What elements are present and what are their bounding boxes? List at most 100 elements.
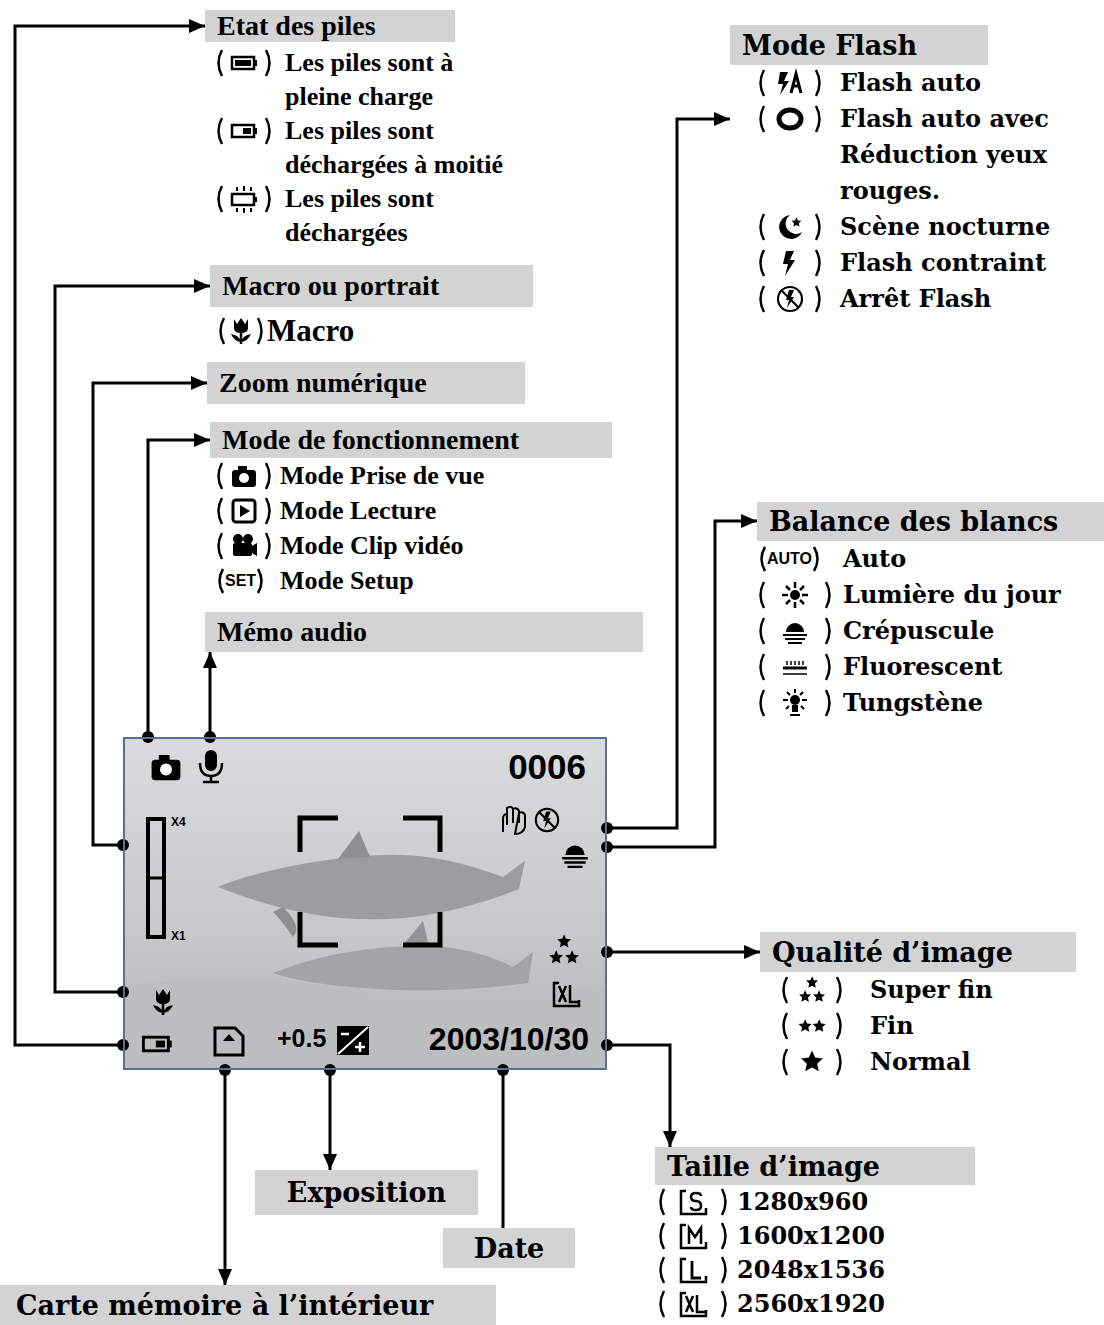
- label-group: Macro ou portraitMacro: [210, 265, 533, 355]
- parenthesis: [784, 977, 788, 1003]
- legend-row: Flash auto avec Réduction yeux rouges.: [757, 101, 1095, 209]
- item-text: Crépuscule: [843, 613, 1093, 649]
- camera-icon: [152, 755, 181, 780]
- lcd-picture: [123, 737, 607, 1070]
- legend-row: Mode Lecture: [215, 493, 612, 528]
- icon-glyph: [232, 186, 257, 213]
- parenthesis: [761, 690, 765, 716]
- heading-band: Taille d’image: [655, 1147, 975, 1185]
- parenthesis: [826, 654, 830, 680]
- parenthesis: [722, 1291, 726, 1317]
- icon-box: [757, 577, 843, 613]
- item-text: Lumière du jour: [843, 577, 1093, 613]
- parenthesis: [812, 544, 822, 574]
- icon-box: [657, 1185, 737, 1219]
- anchor-dot: [219, 1064, 231, 1076]
- parenthesis: [219, 118, 223, 144]
- symbol-icon: [757, 248, 823, 278]
- legend-row: Mode Clip vidéo: [215, 528, 612, 563]
- stabilizer-icon: [503, 807, 525, 834]
- parenthesis-stroke: [258, 569, 262, 593]
- icon-glyph: [232, 466, 256, 487]
- icon-box: [757, 685, 843, 721]
- text-icon: AUTO: [757, 544, 833, 574]
- item-text: Flash auto: [840, 65, 1095, 101]
- symbol-icon: [217, 316, 265, 346]
- parenthesis: [256, 566, 266, 596]
- icon-glyph: [783, 689, 807, 715]
- size-icon: [554, 983, 579, 1006]
- item-text: Macro: [267, 307, 467, 355]
- label-group: Mémo audio: [205, 612, 643, 652]
- symbol-icon: [657, 1255, 729, 1285]
- leader-arrow: [607, 1045, 670, 1147]
- parenthesis: [215, 566, 225, 596]
- heading-band: Balance des blancs: [757, 502, 1104, 541]
- icon-box: [757, 613, 843, 649]
- parenthesis: [784, 1049, 788, 1075]
- leader-arrow: [224, 1070, 227, 1285]
- parenthesis: [266, 50, 270, 76]
- parenthesis: [761, 106, 765, 132]
- text-icon: SET: [215, 566, 273, 596]
- leader-arrow: [15, 26, 205, 1045]
- leader-arrow: [607, 951, 760, 954]
- parenthesis: [837, 1013, 841, 1039]
- parenthesis: [761, 286, 765, 312]
- parenthesis: [221, 318, 225, 344]
- symbol-icon: [780, 1011, 844, 1041]
- parenthesis: [757, 544, 767, 574]
- symbol-icon: [757, 652, 833, 682]
- lcd-ground: [123, 737, 607, 1070]
- parenthesis: [816, 214, 820, 240]
- legend-row: 2560x1920: [657, 1287, 975, 1321]
- heading-band: Etat des piles: [205, 10, 455, 42]
- parenthesis: [761, 214, 765, 240]
- heading-band: Qualité d’image: [760, 932, 1076, 972]
- symbol-icon: [757, 284, 823, 314]
- icon-glyph: [233, 534, 257, 556]
- parenthesis-stroke: [220, 569, 224, 593]
- parenthesis: [722, 1257, 726, 1283]
- leader-arrow: [148, 440, 210, 737]
- icon-glyph: [232, 125, 257, 137]
- item-text: Super fin: [870, 972, 1070, 1008]
- icon-box: AUTO: [757, 541, 843, 577]
- heading-text: Carte mémoire à l’intérieur: [16, 1290, 433, 1321]
- icon-box: [657, 1287, 737, 1321]
- heading-band: Mode de fonctionnement: [210, 422, 612, 458]
- symbol-icon: [780, 1047, 844, 1077]
- legend-row: 1600x1200: [657, 1219, 975, 1253]
- label-group: Mode de fonctionnementMode Prise de vueM…: [210, 422, 612, 598]
- legend-row: Arrêt Flash: [757, 281, 1095, 317]
- screen-readout: 0006: [508, 749, 586, 784]
- parenthesis: [816, 106, 820, 132]
- parenthesis: [219, 498, 223, 524]
- sea-wave: [123, 979, 607, 1070]
- item-text: 2560x1920: [737, 1287, 957, 1321]
- parenthesis: [258, 318, 262, 344]
- symbol-icon: [657, 1187, 729, 1217]
- legend-row: 1280x960: [657, 1185, 975, 1219]
- legend-row: 2048x1536: [657, 1253, 975, 1287]
- legend-row: Flash auto: [757, 65, 1095, 101]
- label-group: Exposition: [255, 1170, 478, 1215]
- parenthesis: [722, 1223, 726, 1249]
- symbol-icon: [657, 1289, 729, 1319]
- label-group: Date: [443, 1228, 575, 1268]
- item-text: 1600x1200: [737, 1219, 957, 1253]
- parenthesis: [661, 1291, 665, 1317]
- parenthesis: [266, 118, 270, 144]
- heading-band: Exposition: [255, 1170, 478, 1215]
- symbol-icon: [215, 461, 273, 491]
- parenthesis: [266, 463, 270, 489]
- icon-box: [215, 493, 280, 528]
- icon-glyph: [783, 623, 807, 643]
- dolphin: [273, 921, 533, 990]
- parenthesis-stroke: [762, 547, 766, 571]
- icon-box: [780, 1008, 870, 1044]
- item-text: Mode Clip vidéo: [280, 528, 580, 563]
- legend-row: AUTOAuto: [757, 541, 1104, 577]
- heading-band: Mode Flash: [730, 25, 988, 65]
- screen-readout: X1: [171, 930, 186, 942]
